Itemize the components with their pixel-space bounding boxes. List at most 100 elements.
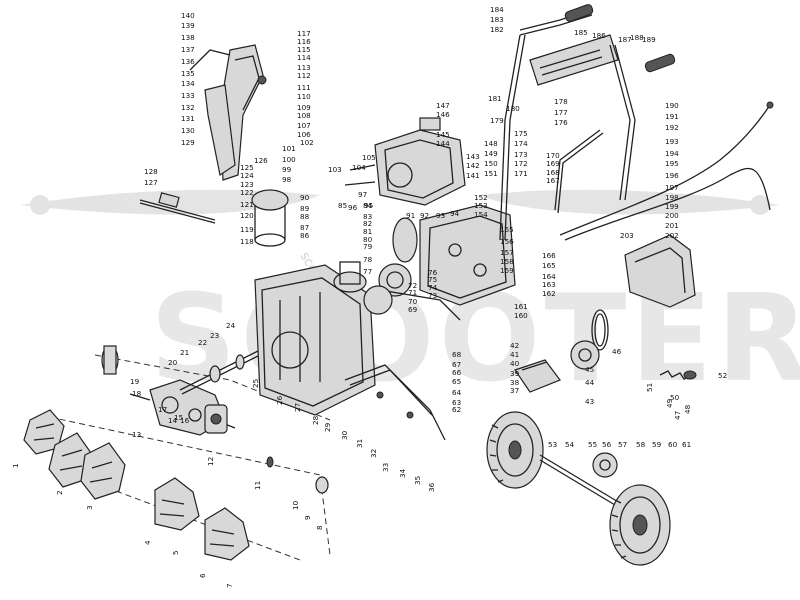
callout-28: 28 xyxy=(311,415,320,425)
callout-177: 177 xyxy=(554,108,568,117)
auger-hub-left xyxy=(101,345,119,375)
callout-11: 11 xyxy=(253,481,262,490)
callout-192: 192 xyxy=(665,123,679,132)
callout-148: 148 xyxy=(484,139,498,148)
callout-163: 163 xyxy=(542,280,556,289)
callout-121: 121 xyxy=(240,200,254,209)
callout-78: 78 xyxy=(363,255,373,264)
callout-43: 43 xyxy=(585,397,594,406)
callout-155: 155 xyxy=(500,225,514,234)
callout-61: 61 xyxy=(682,440,691,449)
callout-44: 44 xyxy=(585,378,595,387)
callout-30: 30 xyxy=(340,430,349,440)
callout-73: 73 xyxy=(428,291,437,300)
callout-8: 8 xyxy=(315,525,324,530)
callout-137: 137 xyxy=(181,45,195,54)
callout-194: 194 xyxy=(665,149,679,158)
callout-130: 130 xyxy=(181,126,195,135)
callout-171: 171 xyxy=(514,169,528,178)
callout-131: 131 xyxy=(181,114,195,123)
callout-189: 189 xyxy=(642,35,656,44)
drive-belt xyxy=(392,217,418,263)
callout-106: 106 xyxy=(297,130,311,139)
callout-24: 24 xyxy=(226,321,236,330)
callout-120: 120 xyxy=(240,211,254,220)
callout-169: 169 xyxy=(546,159,560,168)
callout-151: 151 xyxy=(484,169,498,178)
belt-pulley-assembly xyxy=(378,263,461,321)
callout-84: 84 xyxy=(363,201,373,210)
callout-112: 112 xyxy=(297,71,311,80)
callout-22: 22 xyxy=(198,338,207,347)
callout-97: 97 xyxy=(358,190,367,199)
callout-33: 33 xyxy=(381,463,390,472)
callout-164: 164 xyxy=(542,272,556,281)
callout-196: 196 xyxy=(665,171,679,180)
callout-136: 136 xyxy=(181,57,195,66)
callout-69: 69 xyxy=(408,305,418,314)
callout-201: 201 xyxy=(665,221,679,230)
callout-63: 63 xyxy=(452,398,461,407)
callout-154: 154 xyxy=(474,210,488,219)
callout-66: 66 xyxy=(452,368,462,377)
callout-122: 122 xyxy=(240,188,254,197)
callout-144: 144 xyxy=(436,139,450,148)
callout-40: 40 xyxy=(510,359,520,368)
callout-65: 65 xyxy=(452,377,461,386)
callout-162: 162 xyxy=(542,289,556,298)
callout-117: 117 xyxy=(297,29,311,38)
callout-89: 89 xyxy=(300,204,310,213)
callout-165: 165 xyxy=(542,261,556,270)
callout-147: 147 xyxy=(436,101,450,110)
housing-side-bracket xyxy=(344,364,446,441)
spring-assembly xyxy=(659,370,697,380)
auger-blade-left-3 xyxy=(80,442,126,500)
callout-6: 6 xyxy=(198,573,207,578)
callout-10: 10 xyxy=(291,500,300,510)
callout-176: 176 xyxy=(554,118,568,127)
callout-187: 187 xyxy=(618,35,632,44)
auger-hub-right xyxy=(204,404,228,434)
discharge-chute xyxy=(189,44,267,181)
callout-39: 39 xyxy=(510,369,520,378)
callout-193: 193 xyxy=(665,137,679,146)
control-panel xyxy=(529,34,619,86)
callout-19: 19 xyxy=(130,377,140,386)
callout-149: 149 xyxy=(484,149,498,158)
chute-rotator xyxy=(251,189,289,247)
callout-158: 158 xyxy=(500,257,514,266)
chute-base xyxy=(333,271,367,293)
callout-170: 170 xyxy=(546,151,560,160)
callout-41: 41 xyxy=(510,350,519,359)
callout-20: 20 xyxy=(168,358,178,367)
callout-80: 80 xyxy=(363,235,373,244)
callout-143: 143 xyxy=(466,152,480,161)
callout-9: 9 xyxy=(303,515,312,520)
callout-160: 160 xyxy=(514,311,528,320)
callout-129: 129 xyxy=(181,138,195,147)
callout-142: 142 xyxy=(466,161,480,170)
callout-181: 181 xyxy=(488,94,502,103)
pulley-right xyxy=(570,340,600,370)
callout-1: 1 xyxy=(11,463,20,468)
callout-23: 23 xyxy=(210,331,219,340)
callout-197: 197 xyxy=(665,183,679,192)
callout-94: 94 xyxy=(450,209,460,218)
callout-156: 156 xyxy=(500,237,514,246)
callout-103: 103 xyxy=(328,165,342,174)
callout-54: 54 xyxy=(565,440,575,449)
callout-174: 174 xyxy=(514,139,528,148)
callout-168: 168 xyxy=(546,168,560,177)
callout-199: 199 xyxy=(665,202,679,211)
axle-shaft xyxy=(539,454,616,506)
callout-180: 180 xyxy=(506,104,520,113)
callout-135: 135 xyxy=(181,69,195,78)
callout-46: 46 xyxy=(612,347,622,356)
callout-124: 124 xyxy=(240,171,254,180)
callout-92: 92 xyxy=(420,211,429,220)
callout-159: 159 xyxy=(500,266,514,275)
callout-13: 13 xyxy=(132,430,141,439)
callout-57: 57 xyxy=(618,440,627,449)
callout-140: 140 xyxy=(181,11,195,20)
